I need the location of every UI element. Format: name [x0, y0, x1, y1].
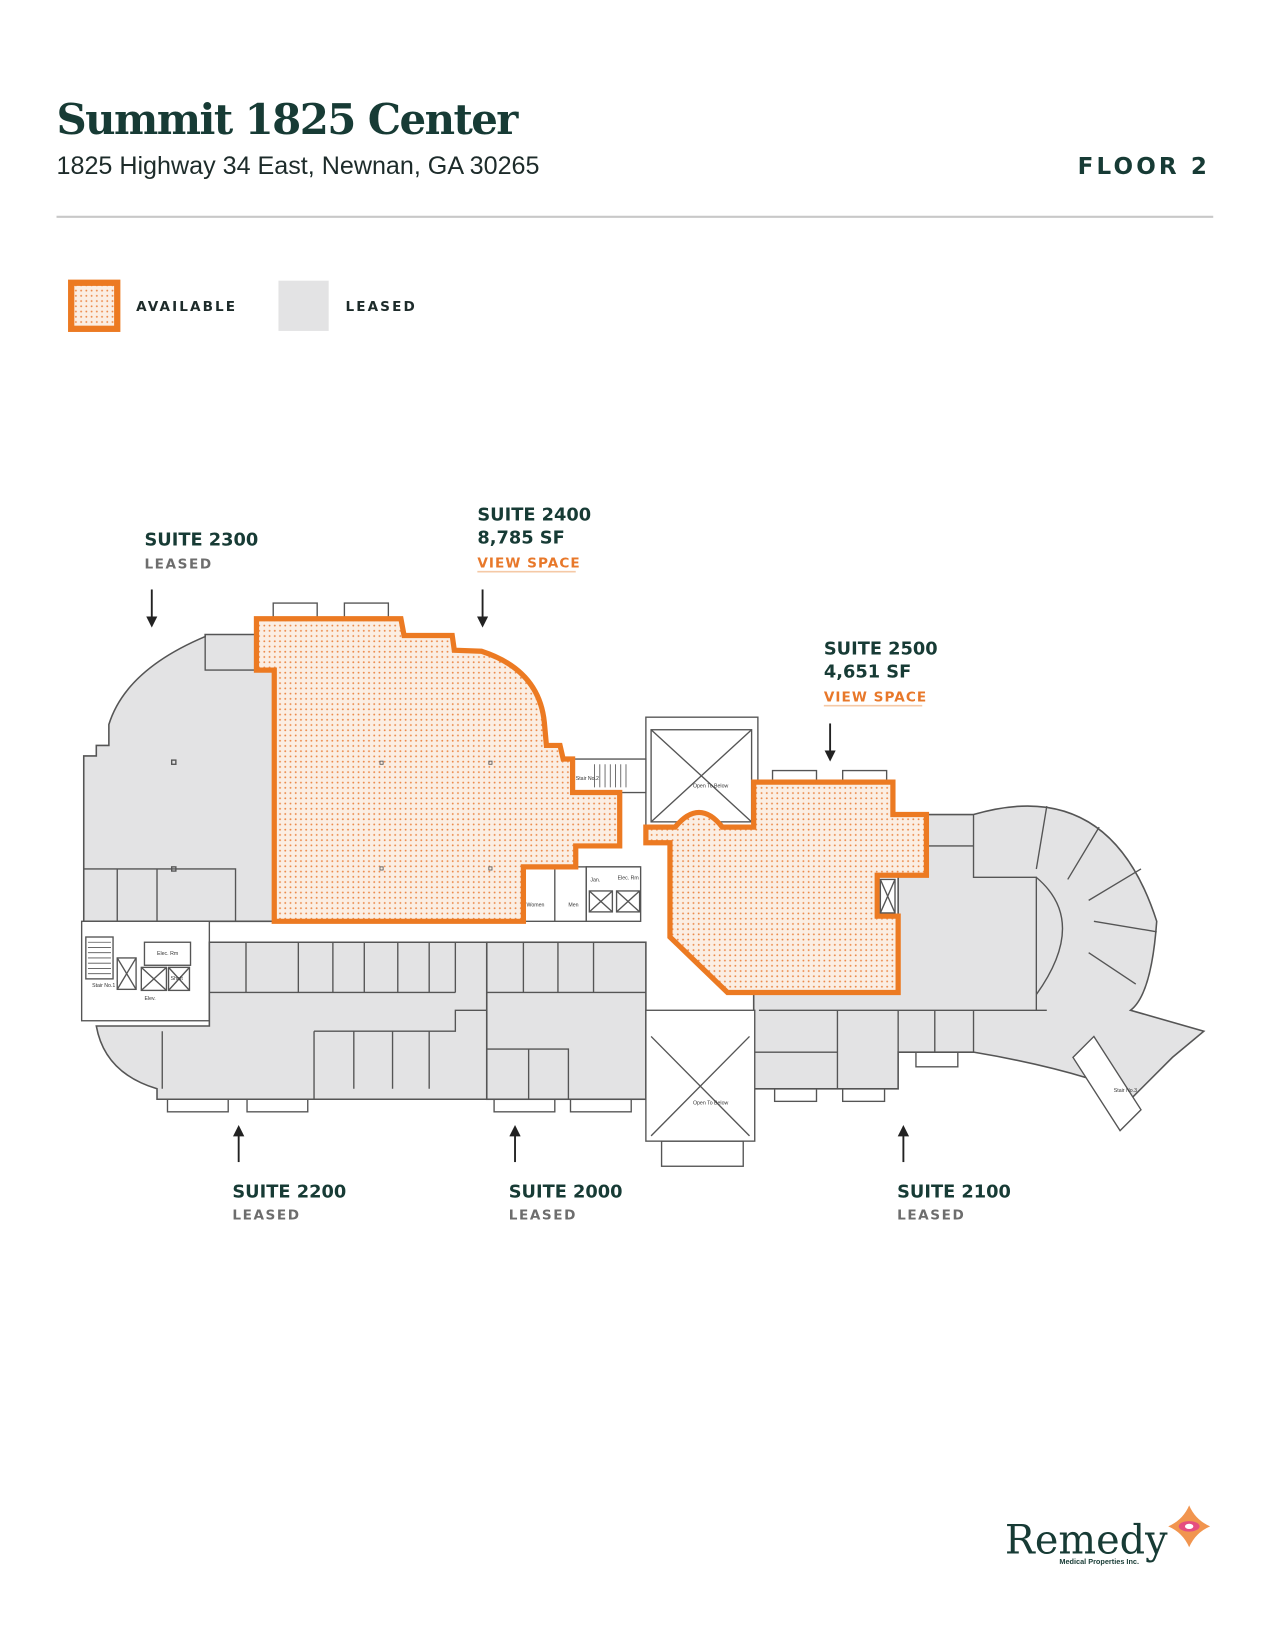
logo-subtitle: Medical Properties Inc. — [1059, 1557, 1139, 1566]
suite-2100-callout: SUITE 2100 LEASED — [897, 1125, 1011, 1224]
suite-2500-area[interactable] — [643, 779, 930, 996]
page-title: Summit 1825 Center — [57, 95, 520, 144]
suite-2000-area[interactable] — [485, 941, 647, 1101]
legend: AVAILABLE LEASED — [68, 279, 416, 332]
legend-leased-label: LEASED — [345, 299, 416, 315]
suite-2200-callout: SUITE 2200 LEASED — [232, 1125, 346, 1224]
suite-status: LEASED — [232, 1208, 300, 1224]
floor-plan: Stair No.1 Elec. Rm Elev. Shaft Open To … — [80, 602, 1206, 1167]
suite-status: LEASED — [897, 1208, 965, 1224]
suite-2500-callout: SUITE 2500 4,651 SF VIEW SPACE — [823, 638, 938, 762]
stair-1-label: Stair No.1 — [92, 983, 115, 989]
suite-name: SUITE 2200 — [232, 1182, 346, 1203]
elevator-label: Elev. — [144, 996, 155, 1002]
suite-2400-area[interactable] — [253, 616, 623, 924]
suite-2000-callout: SUITE 2000 LEASED — [509, 1125, 623, 1224]
men-restroom-label: Men — [568, 903, 578, 909]
open-to-below-label: Open To Below — [693, 783, 729, 789]
suite-name: SUITE 2100 — [897, 1182, 1011, 1203]
stair-3 — [1072, 1035, 1142, 1132]
suite-2300-callout: SUITE 2300 LEASED — [144, 530, 258, 628]
floor-label: FLOOR 2 — [1078, 154, 1210, 180]
suite-2100-area[interactable] — [752, 805, 1206, 1111]
open-to-below-label-2: Open To Below — [693, 1100, 729, 1106]
address: 1825 Highway 34 East, Newnan, GA 30265 — [57, 152, 540, 180]
elec-room-2-label: Elec. Rm — [618, 875, 639, 881]
janitor-label: Jan. — [590, 878, 600, 884]
remedy-logo: Remedy Medical Properties Inc. — [1005, 1505, 1211, 1566]
suite-2400-view-space-link[interactable]: VIEW SPACE — [477, 555, 580, 571]
suite-2400-callout: SUITE 2400 8,785 SF VIEW SPACE — [476, 504, 591, 628]
suite-2300-area[interactable] — [82, 633, 276, 923]
suite-2500-view-space-link[interactable]: VIEW SPACE — [824, 689, 927, 705]
suite-name: SUITE 2500 — [824, 638, 938, 659]
suite-size: 4,651 SF — [824, 661, 911, 682]
atrium-south — [645, 1009, 756, 1142]
logo-wordmark: Remedy — [1005, 1518, 1168, 1564]
elec-room-label: Elec. Rm — [157, 951, 178, 957]
legend-available-swatch — [68, 279, 121, 332]
suite-name: SUITE 2400 — [477, 504, 591, 525]
women-restroom-label: Women — [527, 903, 545, 909]
suite-size: 8,785 SF — [477, 527, 564, 548]
logo-star-icon — [1168, 1505, 1211, 1548]
stair-2-label: Stair No.2 — [576, 776, 599, 782]
suite-name: SUITE 2300 — [144, 530, 258, 551]
suite-status: LEASED — [509, 1208, 577, 1224]
legend-available-label: AVAILABLE — [136, 299, 237, 315]
stair-3-label: Stair No.3 — [1114, 1088, 1137, 1094]
shaft-label: Shaft — [171, 976, 184, 982]
legend-leased-swatch — [278, 280, 329, 331]
stair-2 — [571, 758, 647, 794]
suite-2200-area[interactable] — [95, 941, 488, 1101]
suite-name: SUITE 2000 — [509, 1182, 623, 1203]
suite-status: LEASED — [144, 557, 212, 573]
